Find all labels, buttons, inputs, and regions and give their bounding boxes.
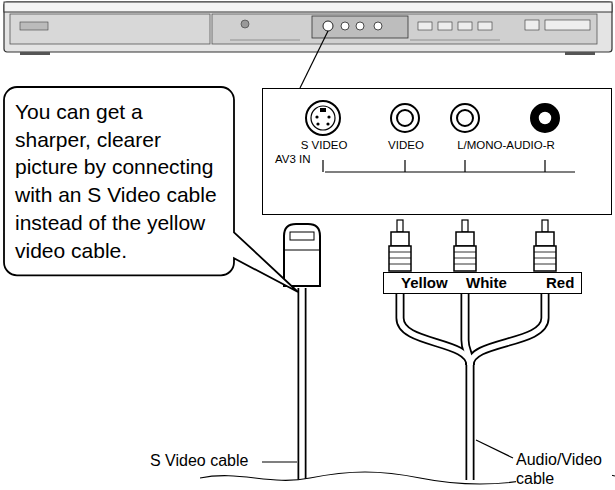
color-tag: White <box>466 274 507 292</box>
jack-label: AV3 IN <box>275 153 311 165</box>
jack-label: VIDEO <box>388 139 424 151</box>
leader-line <box>300 31 328 88</box>
color-tag-strip: Yellow White Red <box>383 272 582 294</box>
jack-label: L/MONO-AUDIO-R <box>457 139 555 151</box>
cables <box>302 286 545 482</box>
color-tag: Yellow <box>401 274 448 292</box>
input-panel: S VIDEO VIDEO L/MONO-AUDIO-R AV3 IN <box>262 88 612 215</box>
cable-label: Audio/Video cable <box>516 450 612 488</box>
leader-line <box>262 461 297 462</box>
jack-label: S VIDEO <box>301 139 348 151</box>
cable-label: S Video cable <box>150 451 248 470</box>
dvd-recorder <box>4 2 612 55</box>
input-jacks <box>306 101 575 172</box>
callout-bubble: You can get a sharper, clearer picture b… <box>3 86 235 276</box>
rca-plugs <box>389 220 556 271</box>
s-video-plug <box>284 224 320 286</box>
leader-line <box>476 440 513 458</box>
color-tag: Red <box>546 274 574 292</box>
callout-text: You can get a sharper, clearer picture b… <box>3 86 235 276</box>
